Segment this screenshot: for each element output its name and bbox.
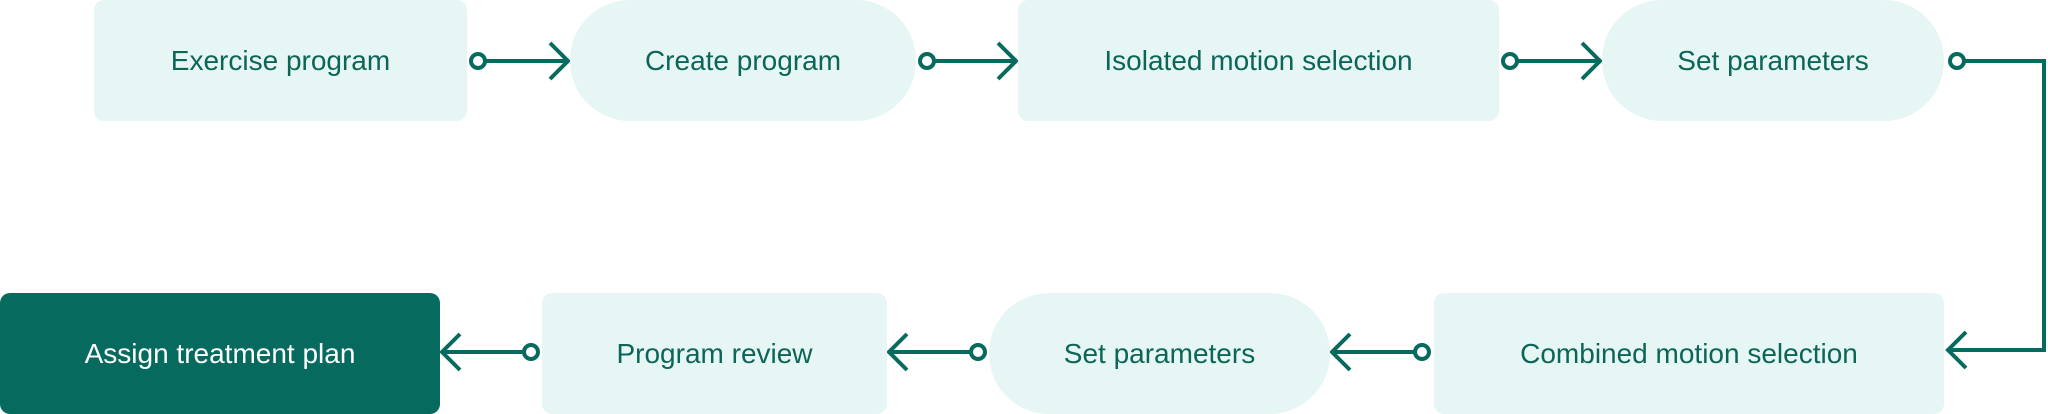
connector-start-dot-icon xyxy=(1948,52,1966,70)
connector-isolated-motion-selection-to-set-parameters-1 xyxy=(1501,41,1603,81)
step-combined-motion-selection: Combined motion selection xyxy=(1434,293,1944,414)
step-create-program: Create program xyxy=(570,0,916,121)
connector-start-dot-icon xyxy=(969,343,987,361)
connector-create-program-to-isolated-motion-selection xyxy=(918,41,1019,81)
arrowhead-icon xyxy=(1329,332,1352,372)
connector-start-dot-icon xyxy=(1501,52,1519,70)
connector-line xyxy=(1950,59,2046,352)
arrowhead-icon xyxy=(1580,41,1603,81)
arrowhead-icon xyxy=(886,332,909,372)
step-assign-treatment-plan: Assign treatment plan xyxy=(0,293,440,414)
connector-set-parameters-1-to-combined-motion-selection xyxy=(1945,52,2046,370)
connector-start-dot-icon xyxy=(1413,343,1431,361)
connector-program-review-to-assign-treatment-plan xyxy=(439,332,540,372)
arrowhead-icon xyxy=(1945,330,1968,370)
connector-combined-motion-selection-to-set-parameters-2 xyxy=(1329,332,1431,372)
connector-set-parameters-2-to-program-review xyxy=(886,332,987,372)
step-exercise-program: Exercise program xyxy=(94,0,467,121)
connector-start-dot-icon xyxy=(522,343,540,361)
connector-start-dot-icon xyxy=(918,52,936,70)
connector-start-dot-icon xyxy=(469,52,487,70)
step-set-parameters-1: Set parameters xyxy=(1602,0,1944,121)
step-isolated-motion-selection: Isolated motion selection xyxy=(1018,0,1499,121)
arrowhead-icon xyxy=(548,41,571,81)
connector-exercise-program-to-create-program xyxy=(469,41,571,81)
step-program-review: Program review xyxy=(542,293,887,414)
arrowhead-icon xyxy=(996,41,1019,81)
arrowhead-icon xyxy=(439,332,462,372)
step-set-parameters-2: Set parameters xyxy=(989,293,1330,414)
